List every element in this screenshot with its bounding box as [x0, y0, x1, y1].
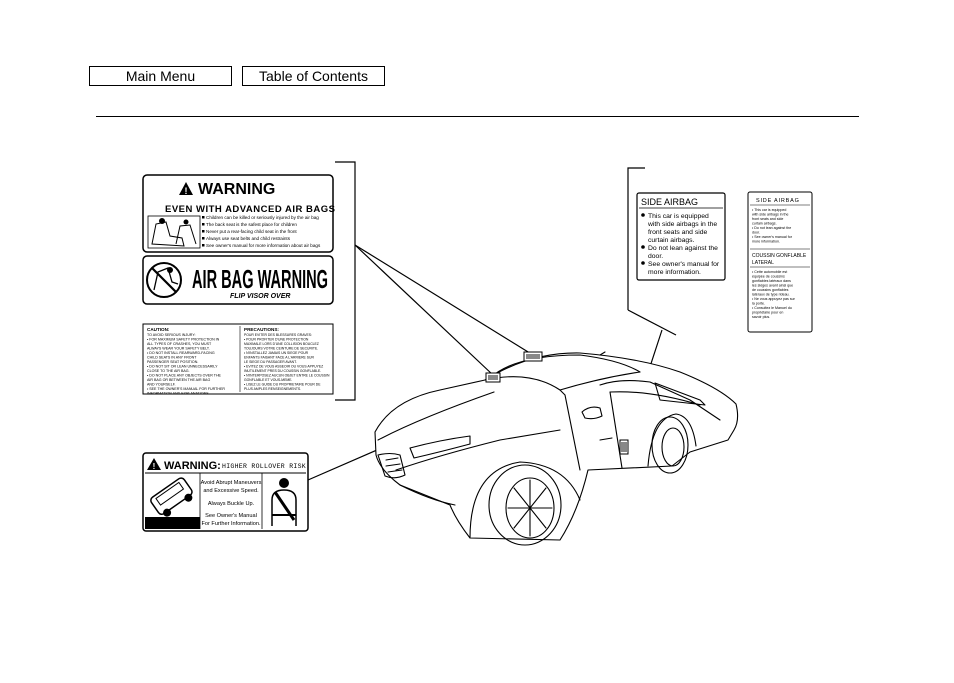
- visor-warning-label: ! WARNING EVEN WITH ADVANCED AIR BAGS Ch…: [142, 174, 335, 253]
- svg-text:• N'INSTALLEZ JAMAIS UN SIEGE: • N'INSTALLEZ JAMAIS UN SIEGE POUR: [244, 351, 309, 355]
- svg-text:For Further Information.: For Further Information.: [201, 521, 261, 527]
- svg-text:AND YOURSELF.: AND YOURSELF.: [147, 383, 176, 387]
- svg-text:la porte.: la porte.: [752, 302, 765, 306]
- svg-text:This car is equipped: This car is equipped: [648, 213, 709, 220]
- svg-text:savoir plus.: savoir plus.: [752, 315, 770, 319]
- svg-text:LE SIEGE DU PASSAGER AVANT.: LE SIEGE DU PASSAGER AVANT.: [244, 360, 297, 364]
- child-seat-icon: [147, 215, 201, 249]
- svg-text:propriétaire pour en: propriétaire pour en: [752, 311, 783, 315]
- svg-text:The back seat is the safest pl: The back seat is the safest place for ch…: [206, 222, 297, 227]
- svg-text:• Do not lean against the: • Do not lean against the: [752, 226, 791, 230]
- svg-text:POUR EVITER DES BLESSURES GRAV: POUR EVITER DES BLESSURES GRAVES:: [244, 333, 312, 337]
- header-divider: [96, 116, 859, 117]
- svg-text:• N'INTERPOSEZ AUCUN OBJET ENT: • N'INTERPOSEZ AUCUN OBJET ENTRE LE COUS…: [244, 374, 330, 378]
- airbag-warning-subtitle: FLIP VISOR OVER: [230, 293, 290, 300]
- svg-text:ENFANTS FAISANT FACE A L'ARRIE: ENFANTS FAISANT FACE A L'ARRIERE SUR: [244, 356, 314, 360]
- car-illustration: [374, 351, 739, 546]
- svg-text:ALL TYPES OF CRASHES, YOU MUST: ALL TYPES OF CRASHES, YOU MUST: [147, 342, 212, 346]
- svg-text:PRECAUTIONS:: PRECAUTIONS:: [244, 327, 279, 332]
- svg-text:curtain airbags.: curtain airbags.: [648, 237, 695, 244]
- svg-text:• Ne vous appuyez pas sur: • Ne vous appuyez pas sur: [752, 297, 796, 301]
- svg-text:• Cette automobile est: • Cette automobile est: [752, 270, 787, 274]
- svg-text:INUTILEMENT PRES DU COUSSIN GO: INUTILEMENT PRES DU COUSSIN GONFLABLE.: [244, 369, 321, 373]
- svg-text:• SEE THE OWNER'S MANUAL FOR F: • SEE THE OWNER'S MANUAL FOR FURTHER: [147, 387, 225, 391]
- svg-text:See owner's manual for more in: See owner's manual for more information …: [206, 243, 321, 248]
- main-menu-button[interactable]: Main Menu: [89, 66, 232, 86]
- side-airbag-label-bilingual: SIDE AIRBAG • This car is equipped with …: [747, 191, 813, 333]
- no-rearward-child-seat-icon: [146, 262, 182, 298]
- svg-text:• POUR PROFITER D'UNE PROTECTI: • POUR PROFITER D'UNE PROTECTION: [244, 338, 309, 342]
- svg-text:• LISEZ LE GUIDE DU PROPRIETAI: • LISEZ LE GUIDE DU PROPRIETAIRE POUR DE: [244, 383, 321, 387]
- svg-text:!: !: [185, 186, 188, 196]
- svg-text:more information.: more information.: [752, 240, 780, 244]
- svg-text:latéraux de type rideau.: latéraux de type rideau.: [752, 293, 790, 297]
- svg-text:front seats and side: front seats and side: [648, 229, 708, 236]
- rollover-warning-title: WARNING:: [164, 460, 221, 472]
- svg-text:See owner's manual for: See owner's manual for: [648, 261, 720, 268]
- svg-text:ALWAYS WEAR YOUR SAFETY BELT.: ALWAYS WEAR YOUR SAFETY BELT.: [147, 347, 210, 351]
- airbag-warning-label: AIR BAG WARNING FLIP VISOR OVER: [142, 255, 334, 305]
- svg-text:PASSENGER SEAT POSITION.: PASSENGER SEAT POSITION.: [147, 360, 198, 364]
- svg-text:TO AVOID SERIOUS INJURY:: TO AVOID SERIOUS INJURY:: [147, 333, 196, 337]
- svg-text:door.: door.: [752, 231, 760, 235]
- rollover-car-icon: [145, 477, 200, 529]
- svg-text:Never put a rear-facing child: Never put a rear-facing child seat in th…: [206, 229, 297, 234]
- svg-text:gonflables latéraux dans: gonflables latéraux dans: [752, 279, 791, 283]
- svg-text:AIR BAG OR BETWEEN THE AIR BAG: AIR BAG OR BETWEEN THE AIR BAG: [147, 378, 210, 382]
- svg-text:• DO NOT INSTALL REARWARD-FACI: • DO NOT INSTALL REARWARD-FACING: [147, 351, 215, 355]
- svg-text:See Owner's Manual: See Owner's Manual: [205, 513, 257, 519]
- svg-text:CAUTION:: CAUTION:: [147, 327, 170, 332]
- side-airbag-title: SIDE AIRBAG: [641, 197, 698, 207]
- svg-text:MAXIMALE LORS D'UNE COLLISION: MAXIMALE LORS D'UNE COLLISION BOUCLEZ: [244, 342, 319, 346]
- visor-labels-bracket: [335, 161, 534, 401]
- seatbelt-person-icon: [271, 478, 297, 526]
- svg-text:équipée de coussins: équipée de coussins: [752, 275, 785, 279]
- svg-text:• This car is equipped: • This car is equipped: [752, 208, 786, 212]
- svg-text:• See owner's manual for: • See owner's manual for: [752, 235, 793, 239]
- svg-text:SIDE AIRBAG: SIDE AIRBAG: [756, 198, 800, 204]
- svg-text:les sièges avant ainsi que: les sièges avant ainsi que: [752, 284, 793, 288]
- svg-text:with side airbags in the: with side airbags in the: [752, 213, 789, 217]
- svg-text:• FOR MAXIMUM SAFETY PROTECTIO: • FOR MAXIMUM SAFETY PROTECTION IN: [147, 338, 220, 342]
- svg-text:Do not lean against the: Do not lean against the: [648, 245, 718, 252]
- side-airbag-label-en: SIDE AIRBAG This car is equipped with si…: [636, 192, 726, 281]
- svg-text:Avoid Abrupt Maneuvers: Avoid Abrupt Maneuvers: [201, 480, 262, 486]
- svg-text:front seats and side: front seats and side: [752, 217, 783, 221]
- label-locations: [485, 351, 629, 455]
- svg-text:CLOSE TO THE AIR BAG.: CLOSE TO THE AIR BAG.: [147, 369, 190, 373]
- svg-text:PLUS AMPLES RENSEIGNEMENTS.: PLUS AMPLES RENSEIGNEMENTS.: [244, 387, 301, 391]
- svg-text:TOUJOURS VOTRE CEINTURE DE SEC: TOUJOURS VOTRE CEINTURE DE SECURITE.: [244, 347, 318, 351]
- svg-text:• EVITEZ DE VOUS ASSEOIR OU VO: • EVITEZ DE VOUS ASSEOIR OU VOUS APPUYEZ: [244, 365, 323, 369]
- svg-text:Children can be killed or seri: Children can be killed or seriously inju…: [206, 215, 319, 220]
- svg-text:more information.: more information.: [648, 269, 701, 276]
- svg-text:de coussins gonflables: de coussins gonflables: [752, 288, 789, 292]
- svg-text:door.: door.: [648, 253, 663, 260]
- rollover-warning-label: ! WARNING: HIGHER ROLLOVER RISK Avoid Ab…: [142, 452, 309, 532]
- visor-warning-title: WARNING: [198, 181, 275, 198]
- svg-text:• DO NOT SIT OR LEAN UNNECESSA: • DO NOT SIT OR LEAN UNNECESSARILY: [147, 365, 218, 369]
- warning-triangle-icon: !: [179, 182, 193, 196]
- rollover-warning-subtitle: HIGHER ROLLOVER RISK: [222, 463, 306, 470]
- svg-text:Always Buckle Up.: Always Buckle Up.: [208, 501, 255, 507]
- visor-warning-subtitle: EVEN WITH ADVANCED AIR BAGS: [165, 204, 335, 215]
- svg-text:CHILD SEATS IN ANY FRONT: CHILD SEATS IN ANY FRONT: [147, 356, 197, 360]
- svg-text:INFORMATION AND EXPLANATIONS.: INFORMATION AND EXPLANATIONS.: [147, 392, 210, 396]
- svg-text:GONFLABLE ET VOUS-MEME.: GONFLABLE ET VOUS-MEME.: [244, 378, 292, 382]
- caution-label: CAUTION: TO AVOID SERIOUS INJURY: • FOR …: [142, 323, 334, 396]
- svg-text:• DO NOT PLACE ANY OBJECTS OVE: • DO NOT PLACE ANY OBJECTS OVER THE: [147, 374, 222, 378]
- warning-triangle-icon: !: [147, 458, 161, 471]
- svg-text:Always use seat belts and chil: Always use seat belts and child restrain…: [206, 236, 291, 241]
- airbag-warning-title: AIR BAG WARNING: [192, 264, 328, 294]
- svg-text:!: !: [153, 462, 156, 471]
- svg-text:LATERAL: LATERAL: [752, 260, 774, 266]
- svg-text:with side airbags in the: with side airbags in the: [647, 221, 717, 228]
- svg-text:and Excessive Speed.: and Excessive Speed.: [203, 488, 259, 494]
- svg-text:curtain airbags.: curtain airbags.: [752, 222, 777, 226]
- table-of-contents-button[interactable]: Table of Contents: [242, 66, 385, 86]
- svg-text:• Consultez le Manuel du: • Consultez le Manuel du: [752, 306, 792, 310]
- svg-text:COUSSIN GONFLABLE: COUSSIN GONFLABLE: [752, 253, 807, 259]
